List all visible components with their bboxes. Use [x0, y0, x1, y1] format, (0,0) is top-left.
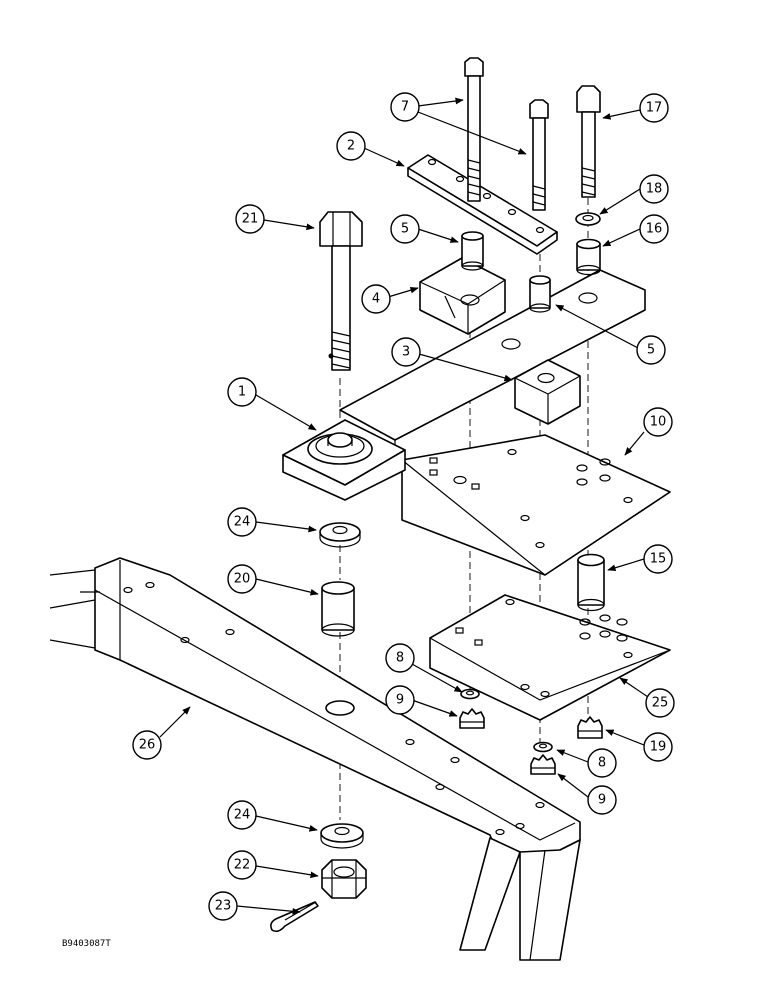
- strap-plate-part-2: [407, 154, 558, 255]
- svg-text:3: 3: [402, 345, 410, 360]
- callout-2: 2: [336, 131, 366, 161]
- callout-9-right: 9: [587, 785, 617, 815]
- bushing-part-5-lower: [529, 275, 551, 313]
- cotter-pin-part-23: [270, 901, 319, 933]
- callout-4: 4: [361, 284, 391, 314]
- svg-text:24: 24: [234, 515, 251, 530]
- svg-text:8: 8: [396, 651, 404, 666]
- callout-17: 17: [639, 93, 669, 123]
- svg-text:19: 19: [650, 740, 667, 755]
- svg-text:5: 5: [647, 343, 655, 358]
- callout-5-upper: 5: [390, 214, 420, 244]
- callout-24-upper: 24: [227, 507, 257, 537]
- washer-part-24-upper: [319, 522, 361, 548]
- svg-text:2: 2: [347, 139, 355, 154]
- svg-text:4: 4: [372, 292, 380, 307]
- spacer-part-20: [321, 581, 355, 637]
- axle-beam-part-26: [49, 557, 581, 961]
- callout-19: 19: [643, 732, 673, 762]
- svg-text:7: 7: [401, 100, 409, 115]
- callout-24-lower: 24: [227, 800, 257, 830]
- callout-21: 21: [235, 204, 265, 234]
- callout-18: 18: [639, 174, 669, 204]
- bolt-part-21: [319, 211, 363, 371]
- pivot-arm-part-1: [282, 269, 646, 501]
- bolt-part-7-short: [529, 99, 549, 211]
- svg-text:21: 21: [242, 212, 259, 227]
- bushing-part-5-upper: [461, 231, 484, 271]
- svg-text:20: 20: [234, 572, 251, 587]
- svg-text:16: 16: [646, 222, 663, 237]
- washer-part-18: [575, 212, 601, 226]
- svg-text:1: 1: [238, 385, 246, 400]
- svg-text:25: 25: [652, 696, 669, 711]
- svg-text:22: 22: [234, 858, 251, 873]
- callout-1: 1: [227, 377, 257, 407]
- lock-nut-part-19: [577, 716, 603, 739]
- svg-text:9: 9: [598, 793, 606, 808]
- lock-nut-part-9-right: [530, 754, 556, 775]
- callout-20: 20: [227, 564, 257, 594]
- svg-text:18: 18: [646, 182, 663, 197]
- bushing-part-16: [576, 238, 601, 276]
- callout-10: 10: [643, 407, 673, 437]
- lower-plate-part-25: [429, 594, 671, 721]
- lock-nut-part-9-left: [459, 708, 485, 729]
- callout-22: 22: [227, 850, 257, 880]
- washer-part-8-left: [460, 688, 480, 700]
- drawing-code: B9403087T: [62, 939, 111, 949]
- svg-text:23: 23: [215, 899, 232, 914]
- upper-plate-part-10: [401, 434, 671, 576]
- callout-8-right: 8: [587, 748, 617, 778]
- svg-text:8: 8: [598, 756, 606, 771]
- callout-8-left: 8: [385, 643, 415, 673]
- callout-16: 16: [639, 214, 669, 244]
- callout-23: 23: [208, 891, 238, 921]
- callout-26: 26: [132, 730, 162, 760]
- callout-5-lower: 5: [636, 335, 666, 365]
- bolt-part-17: [576, 85, 601, 198]
- saddle-block-part-3: [514, 359, 581, 425]
- spacer-part-15: [577, 553, 605, 612]
- saddle-block-part-4: [419, 257, 506, 335]
- svg-text:24: 24: [234, 808, 251, 823]
- callout-9-left: 9: [385, 685, 415, 715]
- callout-3: 3: [391, 337, 421, 367]
- svg-text:26: 26: [139, 738, 156, 753]
- washer-part-8-right: [533, 741, 553, 753]
- washer-part-24-lower: [320, 823, 364, 849]
- castle-nut-part-22: [321, 859, 367, 899]
- callout-7: 7: [390, 92, 420, 122]
- svg-text:15: 15: [650, 552, 667, 567]
- svg-text:5: 5: [401, 222, 409, 237]
- callout-25: 25: [645, 688, 675, 718]
- svg-text:10: 10: [650, 415, 667, 430]
- svg-text:17: 17: [646, 101, 663, 116]
- leader-lines: [159, 97, 649, 915]
- svg-text:9: 9: [396, 693, 404, 708]
- callout-15: 15: [643, 544, 673, 574]
- bolt-part-7-long: [464, 57, 484, 202]
